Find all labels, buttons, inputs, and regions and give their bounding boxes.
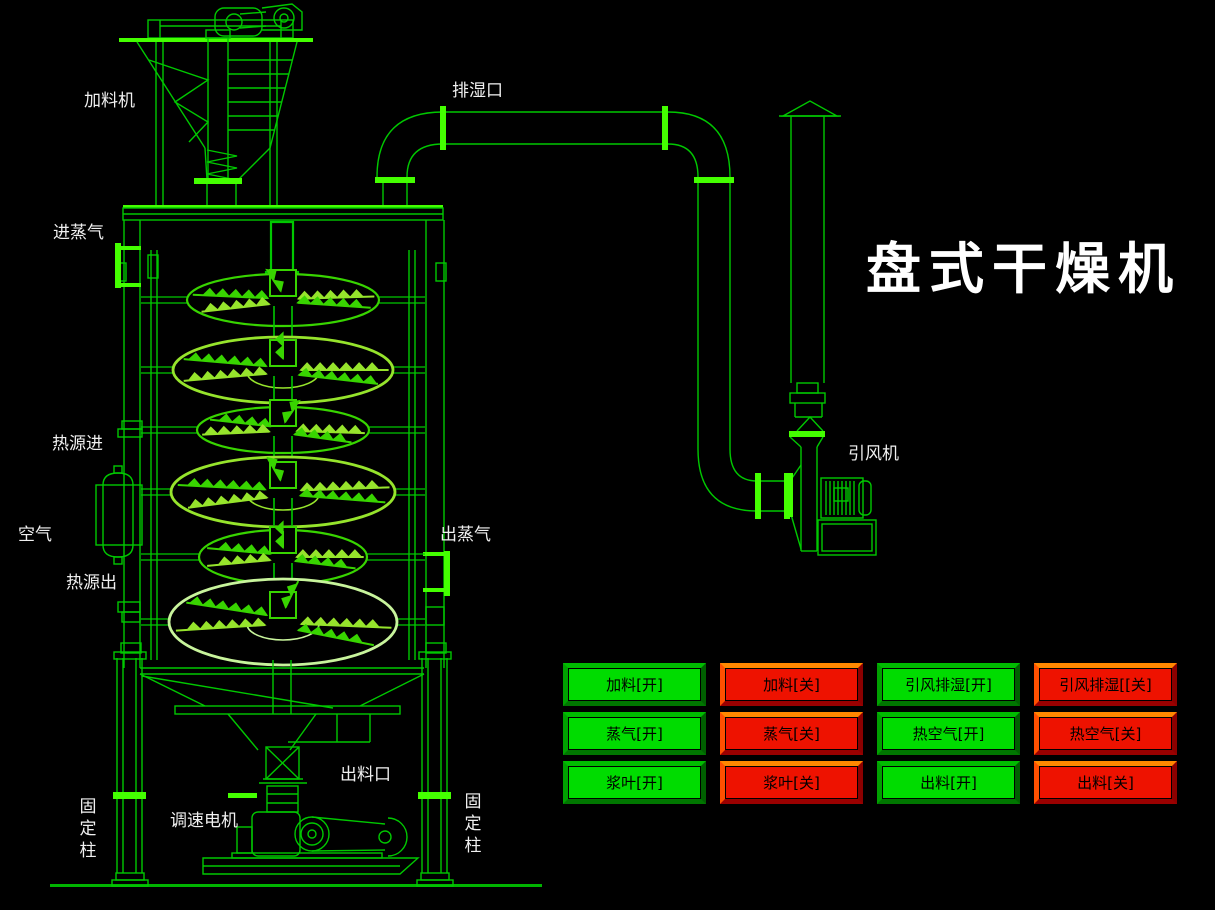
feed-on-button[interactable]: 加料[开] [563,663,706,706]
fan-label: 引风机 [848,444,899,464]
speed-motor-drive [202,811,420,875]
fixed-column-right [416,642,454,887]
ground-line [50,884,542,887]
steam-off-button[interactable]: 蒸气[关] [720,712,863,755]
pipe-flange [375,177,415,183]
coupling-flange [228,793,257,798]
steam-out-port [423,551,450,596]
hot-air-on-button[interactable]: 热空气[开] [877,712,1020,755]
fan-inlet-flange [788,473,793,517]
pipe-flange [784,473,790,519]
vessel-bottom-cone [139,660,425,813]
feeder-outlet-flange [194,178,242,184]
pipe-flange [755,473,761,519]
feeder-hopper [136,29,298,205]
induced-draft-fan [779,100,877,556]
air-tank [95,465,143,565]
motor-label: 调速电机 [170,811,238,831]
vessel-top-plate [122,205,444,221]
fan-exhaust-on-button[interactable]: 引风排湿[开] [877,663,1020,706]
paddle-on-button[interactable]: 浆叶[开] [563,761,706,804]
discharge-off-button[interactable]: 出料[关] [1034,761,1177,804]
steam-in-label: 进蒸气 [53,223,104,243]
moisture-outlet-label: 排湿口 [452,81,503,101]
page-title: 盘式干燥机 [866,237,1182,301]
pipe-flange [662,106,668,150]
discharge-label: 出料口 [340,765,391,785]
steam-on-button[interactable]: 蒸气[开] [563,712,706,755]
fan-exhaust-off-button[interactable]: 引风排湿[[关] [1034,663,1177,706]
fan-outlet-flange [789,431,825,437]
paddle-off-button[interactable]: 浆叶[关] [720,761,863,804]
feeder-rim-flange [119,38,313,42]
air-label: 空气 [18,525,52,545]
moisture-exhaust-pipe [376,111,788,512]
feed-off-button[interactable]: 加料[关] [720,663,863,706]
fixed-column-left-label: 固定柱 [79,797,97,861]
heat-out-label: 热源出 [66,573,117,593]
heat-in-label: 热源进 [52,434,103,454]
pipe-flange [694,177,734,183]
steam-out-label: 出蒸气 [440,525,491,545]
control-button-panel: 加料[开] 加料[关] 引风排湿[开] 引风排湿[[关] 蒸气[开] 蒸气[关]… [563,663,1177,804]
feeder-label: 加料机 [84,91,135,111]
fixed-column-left [111,642,149,887]
discharge-on-button[interactable]: 出料[开] [877,761,1020,804]
fixed-column-right-label: 固定柱 [464,792,482,856]
drying-discs [141,268,425,667]
steam-in-port [115,243,141,288]
pipe-flange [440,106,446,150]
hot-air-off-button[interactable]: 热空气[关] [1034,712,1177,755]
column-band-right [418,792,451,799]
column-band-left [113,792,146,799]
